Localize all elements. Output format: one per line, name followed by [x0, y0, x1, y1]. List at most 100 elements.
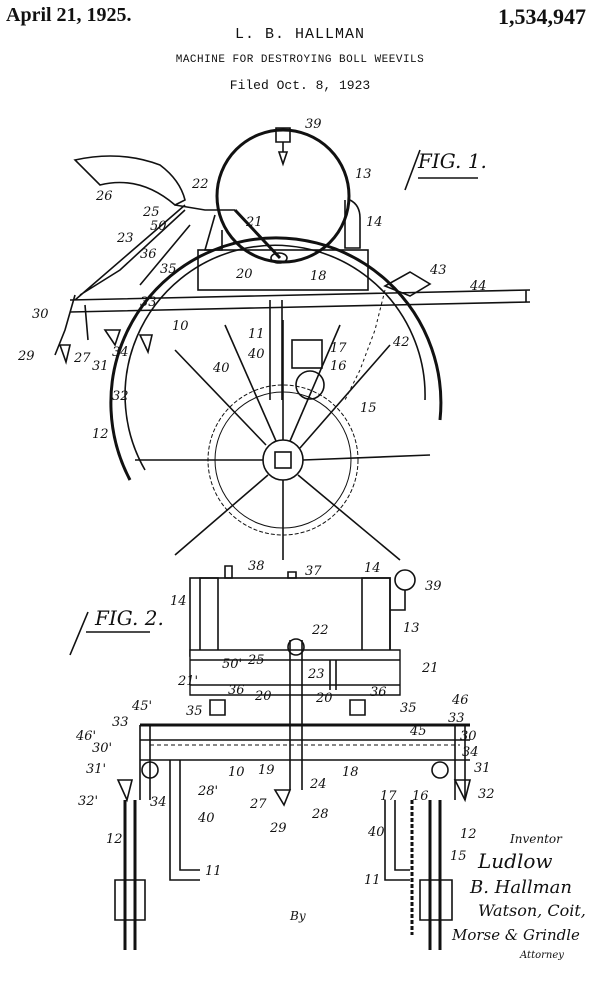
attorney-caption: Attorney: [519, 950, 564, 961]
gauge-icon: [275, 127, 291, 167]
drive-gear-inner: [214, 391, 352, 529]
ref-label: 17: [380, 789, 397, 804]
base-block: [197, 249, 369, 291]
ref-label: 33: [112, 715, 129, 730]
ref-label: 42: [392, 335, 410, 350]
ref-label: 26: [95, 189, 113, 204]
rear-nozzles: [116, 779, 472, 807]
attorney-line1: Watson, Coit,: [478, 901, 586, 920]
ref-label: 14: [170, 594, 187, 609]
ref-label: 16: [412, 789, 429, 804]
ref-label: 22: [191, 177, 209, 192]
ref-label: 15: [360, 401, 377, 416]
ref-label: 34: [462, 745, 479, 760]
ref-label: 50: [150, 219, 167, 234]
ref-label: 27: [73, 351, 91, 366]
ref-label: 10: [228, 765, 245, 780]
coupling-right: [431, 761, 449, 779]
drive-gear: [207, 384, 359, 536]
figure-1: FIG. 1.: [54, 127, 531, 561]
valve-22: [287, 638, 305, 656]
wheel-hub-square: [274, 451, 292, 469]
ref-label: 45: [409, 724, 427, 739]
ref-label: 27: [249, 797, 267, 812]
ref-label: 13: [403, 621, 420, 636]
ref-label: 24: [309, 777, 327, 792]
center-column: [289, 640, 303, 790]
ref-label: 16: [330, 359, 347, 374]
crank-frame-inner: [190, 659, 400, 686]
ref-label: 25: [142, 205, 160, 220]
ref-label: 17: [330, 341, 347, 356]
ref-label: 29: [17, 349, 35, 364]
nozzles: [58, 329, 154, 365]
ref-label: 32: [112, 389, 129, 404]
inventor-caption: Inventor: [509, 832, 563, 846]
ref-label: 32': [78, 794, 98, 809]
ref-label: 21: [421, 661, 439, 676]
wheel-hub: [262, 439, 304, 481]
ref-label: 44: [469, 279, 487, 294]
ref-label: 32: [478, 787, 495, 802]
ref-label: 14: [366, 215, 383, 230]
ref-label: 25: [247, 653, 265, 668]
seat-post: [174, 204, 235, 211]
ref-label: 28: [311, 807, 329, 822]
nozzle-pipes: [54, 294, 89, 356]
ref-label: 22: [311, 623, 329, 638]
fig1-label: FIG. 1.: [417, 149, 487, 173]
ref-label: 15: [450, 849, 467, 864]
ref-label: 28': [197, 784, 218, 799]
ref-label: 13: [355, 167, 372, 182]
ref-label: 33: [448, 711, 465, 726]
ref-label: 39: [425, 579, 442, 594]
lever-rod: [329, 660, 337, 690]
ref-label: 34: [150, 795, 167, 810]
wheel-left-hub: [114, 879, 146, 921]
ref-label: 31': [86, 762, 106, 777]
ref-label: 50': [222, 657, 242, 672]
figure-2: FIG. 2.: [69, 565, 472, 950]
ref-label: 38: [248, 559, 265, 574]
fig1-label-mark: [404, 149, 478, 191]
gauge-pipe: [390, 590, 406, 611]
fig1-reference-numerals: 39 13 22 26 25 21 14 50 23 36 35 20 18 4…: [17, 117, 487, 442]
fig2-label: FIG. 2.: [94, 606, 164, 630]
patent-date: April 21, 1925.: [6, 4, 132, 26]
attorney-line2: Morse & Grindle: [451, 926, 580, 944]
ref-label: 45': [131, 699, 152, 714]
wheel-left: [123, 800, 137, 950]
patent-number: 1,534,947: [498, 4, 586, 29]
ref-label: 14: [364, 561, 381, 576]
right-pipe: [454, 725, 466, 800]
ref-label: 23: [307, 667, 325, 682]
ref-label: 36: [370, 685, 387, 700]
tank-strap-left: [189, 577, 219, 657]
pump: [291, 339, 323, 369]
ref-label: 35: [160, 262, 177, 277]
ref-label: 30': [92, 741, 112, 756]
upright-left: [169, 760, 200, 881]
inventor-signature-line2: B. Hallman: [469, 877, 572, 898]
fig2-label-mark: [69, 611, 150, 656]
fig2-reference-numerals: 38 37 14 39 14 13 22 50' 25 21' 23 21 36…: [75, 559, 495, 888]
ref-label: 10: [172, 319, 189, 334]
wheel-right: [428, 800, 442, 950]
ref-label: 35: [186, 704, 203, 719]
ref-label: 19: [258, 763, 275, 778]
ref-label: 11: [248, 327, 265, 342]
pumps: [209, 699, 366, 716]
ref-label: 11: [364, 873, 381, 888]
ref-label: 35: [400, 701, 417, 716]
ref-label: 40: [212, 361, 230, 376]
ref-label: 43: [429, 263, 447, 278]
tank-strap-right: [361, 577, 391, 657]
upright-right: [384, 800, 410, 881]
ref-label: 36: [140, 247, 157, 262]
ref-label: 30: [32, 307, 49, 322]
ref-label: 18: [310, 269, 327, 284]
ref-label: 18: [342, 765, 359, 780]
ref-label: 30: [460, 729, 477, 744]
crank-frame: [189, 649, 401, 696]
